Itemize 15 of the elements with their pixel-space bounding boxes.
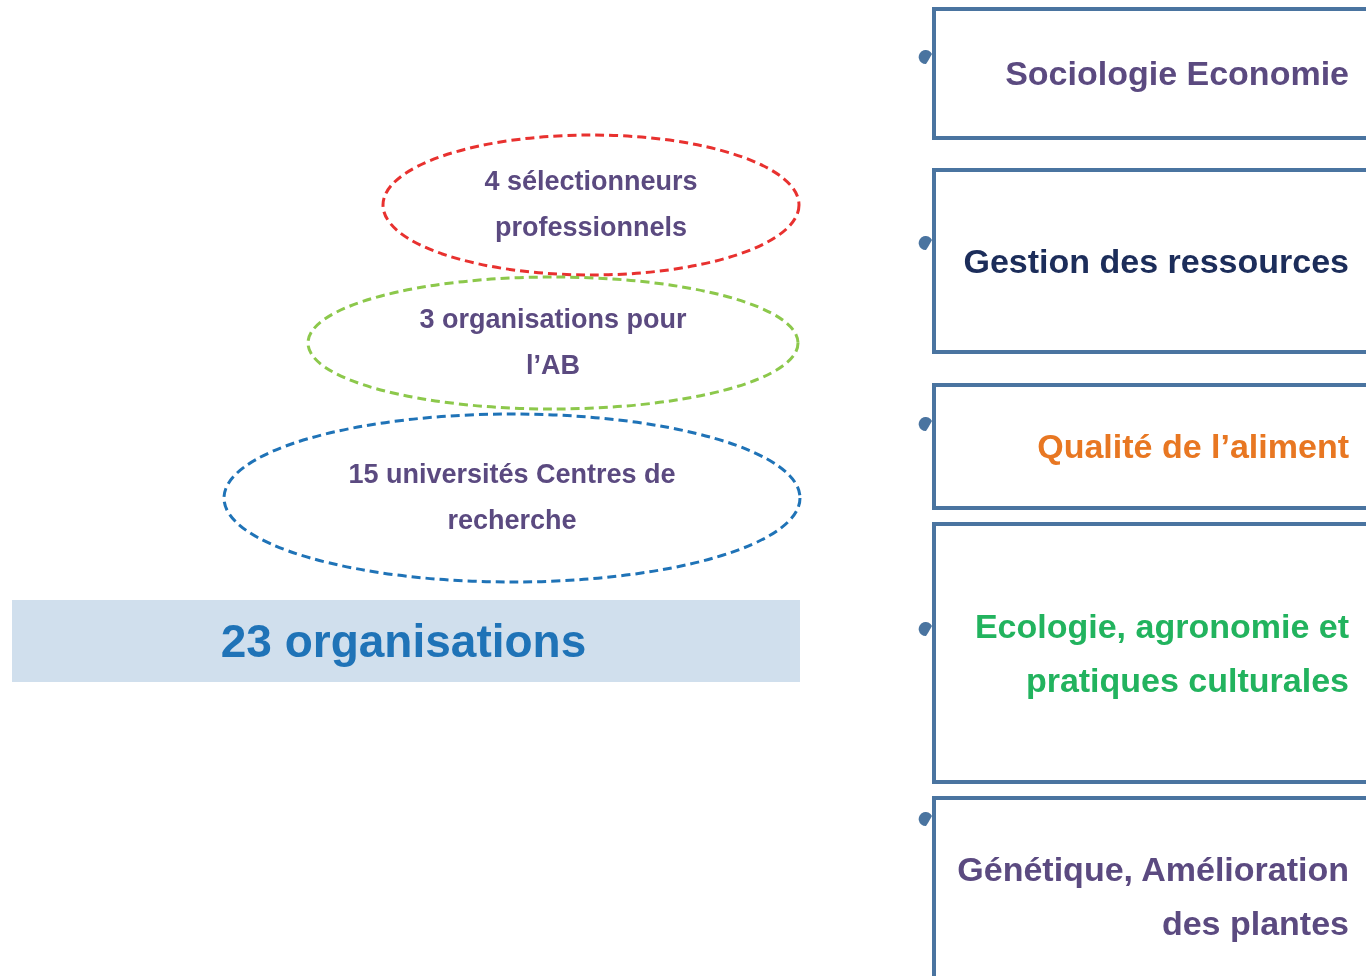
total-label: 23 organisations (220, 614, 587, 668)
topic-label: Sociologie Economie (1004, 53, 1349, 95)
topic-box (932, 168, 1366, 354)
topic-box (932, 796, 1366, 976)
group-label: 4 sélectionneurs professionnels (483, 165, 699, 244)
group-label: 15 universités Centres de recherche (347, 458, 677, 537)
topic-box (932, 383, 1366, 510)
topic-label: Génétique, Amélioration des plantes (956, 848, 1349, 944)
group-label: 3 organisations pour l’AB (418, 303, 688, 382)
topic-label: Ecologie, agronomie et pratiques culturales (973, 605, 1349, 701)
topic-box (932, 522, 1366, 784)
total-banner (12, 600, 800, 682)
topic-box (932, 7, 1366, 140)
topic-label: Qualité de l’aliment (1036, 426, 1349, 468)
topic-label: Gestion des ressources (962, 240, 1349, 282)
